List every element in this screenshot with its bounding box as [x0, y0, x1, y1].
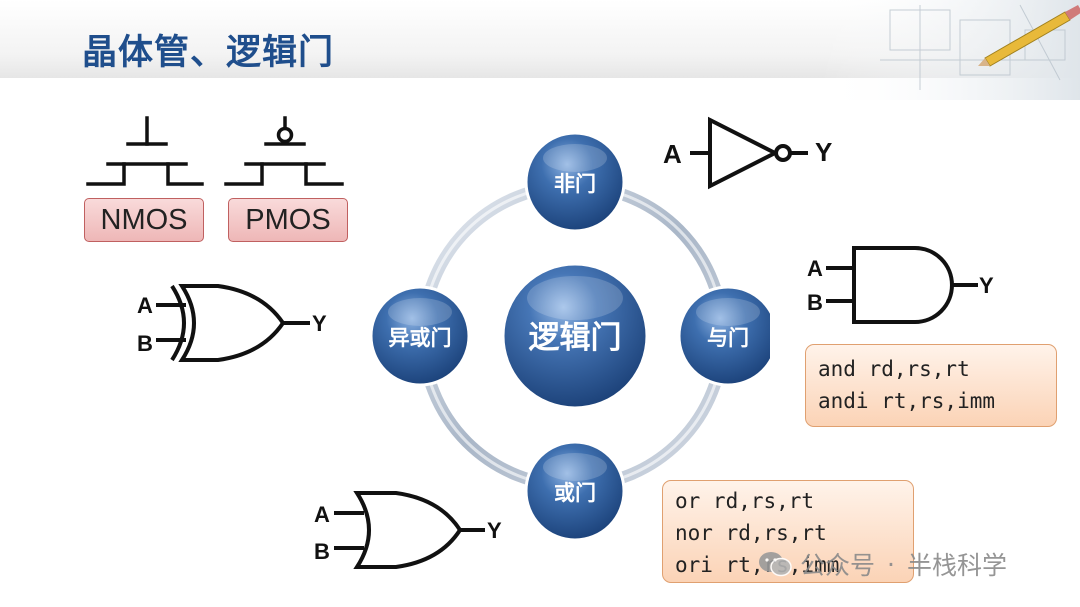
watermark-label: 公众号 [800, 551, 876, 580]
and-instructions-box: and rd,rs,rt andi rt,rs,imm [805, 344, 1057, 427]
or-gate-symbol: A B Y [314, 491, 502, 569]
code-line: andi rt,rs,imm [818, 389, 996, 413]
xor-gate-node: 异或门 [369, 285, 471, 387]
xor-gate-output-y: Y [312, 311, 327, 336]
and-gate-body-icon [852, 246, 954, 324]
or-gate-node: 或门 [524, 440, 626, 542]
nmos-label-box: NMOS [84, 198, 204, 242]
or-gate-node-label: 或门 [554, 481, 596, 505]
or-gate-output-y: Y [487, 518, 502, 543]
wechat-icon [759, 552, 792, 577]
and-gate-node-label: 与门 [707, 326, 749, 350]
code-line: and rd,rs,rt [818, 357, 970, 381]
and-gate-node: 与门 [677, 285, 770, 387]
and-gate-symbol: A B Y [807, 246, 994, 324]
not-gate-symbol: A Y [663, 116, 832, 190]
watermark: 公众号 · 半栈科学 [758, 546, 1007, 582]
xor-gate-symbol: A B Y [137, 284, 327, 362]
and-gate-input-a: A [807, 256, 823, 281]
pmos-label-box: PMOS [228, 198, 348, 242]
xor-gate-body-icon [178, 284, 286, 362]
nmos-symbol-icon [86, 116, 204, 186]
logic-gate-hub: 逻辑门 非门 与门 或门 异或门 [369, 131, 770, 542]
center-node-label: 逻辑门 [529, 320, 622, 356]
not-gate-node: 非门 [524, 131, 626, 233]
pencil-icon [978, 5, 1080, 67]
page-title: 晶体管、逻辑门 [82, 33, 335, 73]
code-line: or rd,rs,rt [675, 489, 815, 513]
and-gate-output-y: Y [979, 273, 994, 298]
code-line: nor rd,rs,rt [675, 521, 827, 545]
watermark-separator: · [887, 549, 895, 579]
transistor-symbols [86, 116, 344, 186]
xor-gate-node-label: 异或门 [389, 326, 452, 350]
center-node: 逻辑门 [501, 262, 649, 410]
not-gate-node-label: 非门 [554, 172, 596, 196]
or-gate-input-a: A [314, 502, 330, 527]
not-gate-triangle-icon [708, 116, 780, 190]
not-gate-input-a: A [663, 139, 682, 169]
and-gate-input-b: B [807, 290, 823, 315]
or-gate-body-icon [353, 491, 463, 569]
or-gate-input-b: B [314, 539, 330, 564]
blueprint-decoration [820, 0, 1080, 100]
pmos-symbol-icon [224, 116, 344, 186]
watermark-name: 半栈科学 [906, 551, 1007, 580]
xor-gate-input-a: A [137, 293, 153, 318]
xor-gate-input-b: B [137, 331, 153, 356]
not-gate-output-y: Y [815, 137, 832, 167]
